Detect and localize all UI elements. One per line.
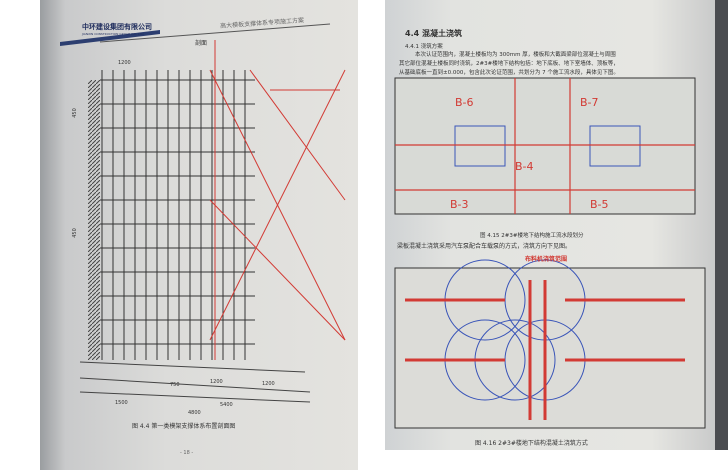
paragraph-line: 其它部位混凝土楼板同时浇筑，2#3#楼地下结构包括：地下底板、地下室墙体、顶板等…: [399, 61, 619, 67]
zone-label: B-7: [580, 96, 599, 109]
zone-label: B-6: [455, 96, 474, 109]
figure-caption: 图 4.15 2#3#楼地下结构施工流水段划分: [480, 233, 584, 239]
dimension-line: [79, 377, 311, 393]
right-document-page: 4.4 混凝土浇筑 4.4.1 浇筑方案 本次认证范围内，混凝土楼板均为 300…: [385, 0, 718, 450]
company-name: 中环建设集团有限公司: [82, 23, 152, 31]
paragraph-line: 本次认证范围内，混凝土楼板均为 300mm 厚，楼板和大截面梁部位混凝土与周围: [415, 52, 616, 58]
figure-title: 布料机浇筑范围: [525, 256, 568, 263]
bracing-line: [249, 69, 346, 201]
span-dimension: 5400: [220, 402, 233, 408]
subsection-heading: 4.4.1 浇筑方案: [405, 44, 443, 50]
page-edge-shadow: [715, 0, 728, 450]
plan-flow-sections: [394, 77, 696, 215]
wall-hatch: [88, 80, 100, 360]
section-mark: 剖面: [195, 40, 208, 47]
bracing-line: [209, 69, 346, 341]
span-dimension: 1500: [115, 400, 128, 406]
paragraph-line: 梁板混凝土浇筑采用汽车泵配合车载泵的方式，浇筑方向下见图。: [397, 243, 572, 250]
zone-label: B-3: [450, 198, 469, 211]
span-dimension: 750: [170, 382, 180, 388]
vertical-dimension: 450: [71, 228, 78, 238]
section-heading: 4.4 混凝土浇筑: [405, 29, 462, 38]
header-rule: [99, 23, 331, 43]
left-document-page: 中环建设集团有限公司 JIANXIN CONSTRUCTION GROUP CO…: [40, 0, 358, 470]
figure-caption: 图 4.4 第一类模架支撑体系布置剖面图: [132, 423, 236, 430]
dimension-line: [79, 361, 306, 373]
span-dimension: 4800: [188, 410, 201, 416]
span-dimension: 1200: [262, 381, 275, 387]
formwork-section-drawing: [60, 23, 346, 403]
zone-label: B-5: [590, 198, 609, 211]
core-block: [589, 125, 641, 167]
dimension-line: [79, 391, 311, 403]
vertical-dimension: 450: [71, 108, 78, 118]
bracing-line: [209, 199, 346, 341]
top-dimension: 1200: [118, 60, 131, 66]
paragraph-line: 从基础底板一直到±0.000，包含此次论证范围，共划分为 7 个施工流水段，具体…: [399, 70, 619, 76]
plan-pouring: [394, 267, 706, 429]
span-dimension: 1200: [210, 379, 223, 385]
plan-drawings: [394, 77, 706, 429]
page-number: - 18 -: [180, 450, 194, 456]
figure-caption: 图 4.16 2#3#楼地下结构混凝土浇筑方式: [475, 440, 588, 447]
company-logo: [60, 30, 160, 46]
company-name-en: JIANXIN CONSTRUCTION GROUP CO., LTD: [82, 32, 144, 36]
zone-label: B-4: [515, 160, 534, 173]
core-block: [454, 125, 506, 167]
